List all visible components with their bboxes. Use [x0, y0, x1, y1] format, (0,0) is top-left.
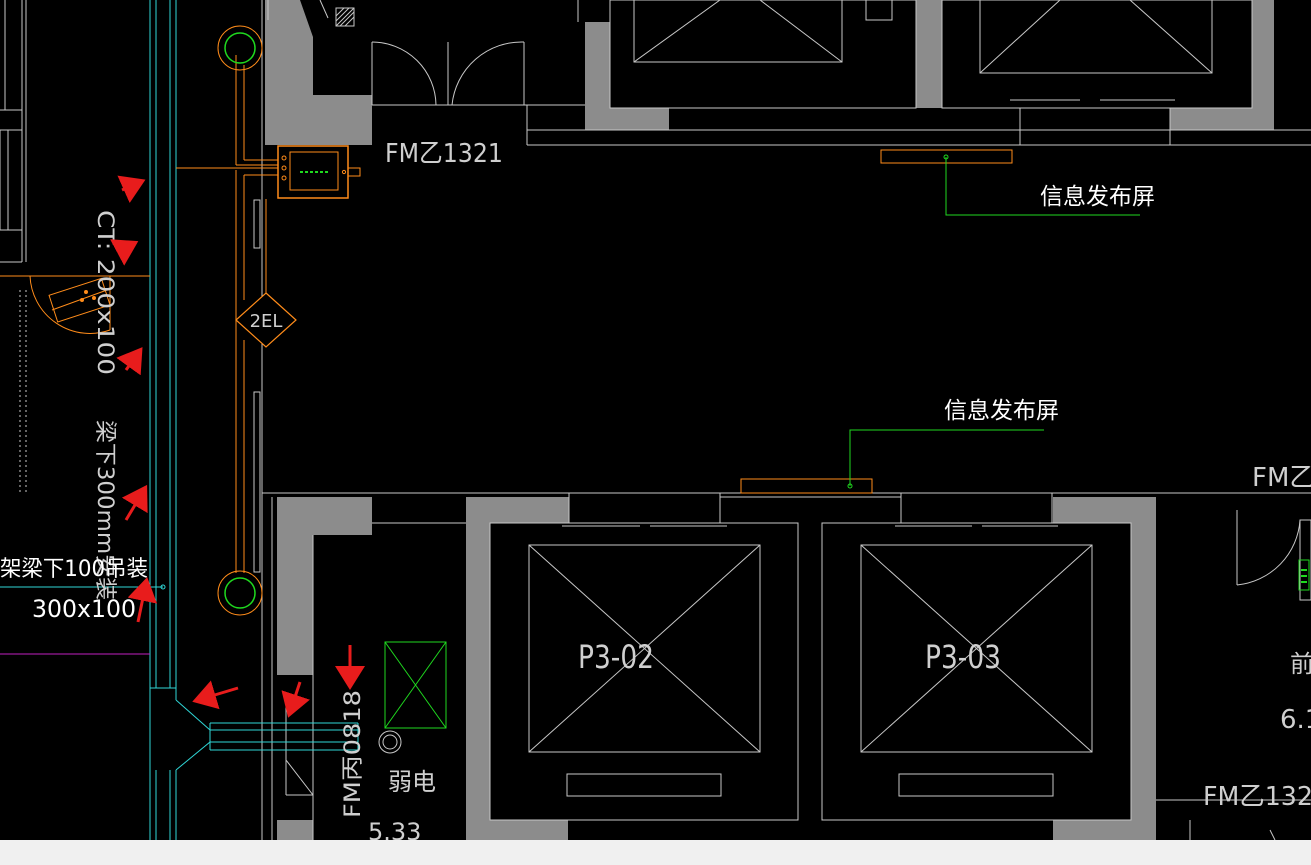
wall-core-bottom-left: [277, 497, 372, 675]
red-arrow-icon: [121, 484, 148, 521]
elevator-diamond-tag[interactable]: 2EL: [235, 292, 297, 348]
front-label: 前: [1290, 650, 1311, 678]
cable-tray: [0, 0, 359, 840]
weak-current-panel[interactable]: [384, 641, 447, 729]
wall-shaft-top-right-base: [1170, 108, 1274, 130]
info-screen-bottom[interactable]: [740, 429, 1044, 494]
wall-shaft-bottom-right-base: [1053, 820, 1131, 840]
wall-shaft-bottom-right: [1131, 497, 1156, 840]
linework: [0, 0, 1311, 840]
cable-tray-size-label: CT: 200x100: [92, 210, 117, 375]
text-labels: FM乙1321 信息发布屏 信息发布屏 CT: 200x100 梁下300mm安…: [0, 139, 1311, 840]
wall-shaft-top-right: [1252, 0, 1274, 130]
red-arrow-icon: [127, 577, 158, 623]
floor-plan-svg: 2EL FM乙1321 信息发布屏 信息发布屏: [0, 0, 1311, 840]
height-label-6: 6.1: [1280, 705, 1311, 735]
elevator-p3-02-label: P3-02: [578, 638, 654, 676]
red-arrow-icon: [110, 239, 139, 266]
dotted-column: [19, 290, 27, 495]
device-dots: [80, 290, 96, 302]
wall-shaft-top-mid: [916, 0, 942, 108]
signal-box-icon[interactable]: [277, 145, 361, 199]
red-arrow-icon: [192, 680, 239, 710]
height-label-5-33: 5.33: [368, 818, 421, 840]
weak-current-symbol: [378, 730, 402, 754]
elevator-p3-03-label: P3-03: [925, 638, 1001, 676]
wall-shaft-top-left-base: [585, 108, 669, 130]
elevator-tag-text: 2EL: [250, 311, 283, 332]
wall-bottom-left-stub: [277, 820, 313, 840]
info-screen-label-bottom: 信息发布屏: [944, 398, 1059, 424]
door-label-right-top: FM乙: [1252, 463, 1311, 493]
wall-shaft-bottom-left-base: [490, 820, 568, 840]
wall-shaft-bottom-left: [466, 497, 490, 840]
right-edge-indicator: [1298, 559, 1310, 591]
info-screen-label-top: 信息发布屏: [1040, 184, 1155, 210]
riser-circle-icon-bottom[interactable]: [217, 570, 263, 616]
orange-conduit: [0, 55, 278, 573]
tray-size-label: 300x100: [32, 595, 136, 623]
info-screen-top[interactable]: [880, 149, 1140, 216]
red-arrow-icon: [116, 347, 143, 376]
walls: [265, 0, 1274, 840]
riser-circle-icon-top[interactable]: [217, 25, 263, 71]
bottom-status-strip: [0, 840, 1311, 865]
hanger-install-note: 架梁下100吊装: [0, 557, 148, 582]
door-label-fm-1321: FM乙1321: [385, 139, 503, 169]
red-arrow-icon: [281, 681, 310, 718]
red-arrow-icon: [117, 175, 146, 204]
cad-drawing-canvas[interactable]: 2EL FM乙1321 信息发布屏 信息发布屏: [0, 0, 1311, 840]
red-arrow-icon-group: [110, 175, 365, 718]
wall-core-top-left: [265, 0, 372, 145]
door-label-fm-bing-0818: FM丙0818: [341, 690, 366, 818]
door-label-right-bottom: FM乙132: [1203, 782, 1311, 812]
weak-current-label: 弱电: [388, 768, 436, 796]
beam-install-note: 梁下300mm安装: [92, 420, 117, 600]
